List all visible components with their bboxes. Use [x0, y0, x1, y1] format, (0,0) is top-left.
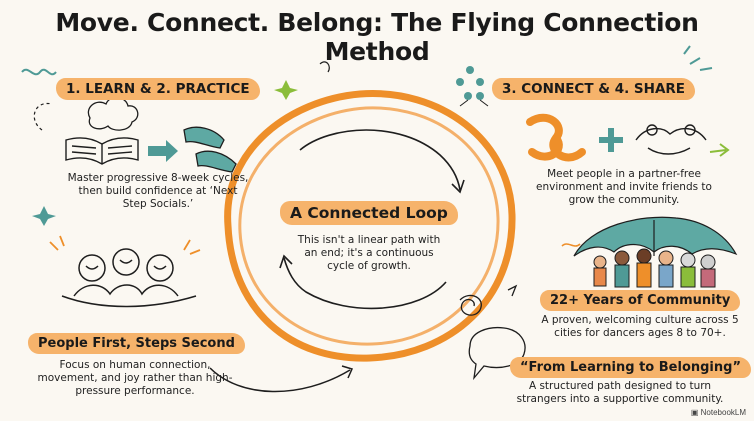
center-heading: A Connected Loop — [280, 201, 458, 225]
inner-arrow-top — [299, 129, 465, 194]
page-title: Move. Connect. Belong: The Flying Connec… — [55, 8, 699, 66]
book-icon — [65, 137, 139, 165]
swirl-icon — [459, 294, 482, 316]
swirl-arrow — [209, 365, 354, 393]
notebook-icon: ▣ — [690, 408, 699, 417]
learn-practice-heading: 1. LEARN & 2. PRACTICE — [56, 78, 260, 100]
green-arrow-icon — [709, 143, 730, 157]
speech-bubble-icon — [468, 326, 526, 381]
teal-arrow-icon — [148, 140, 178, 162]
dashed-arrow-left — [33, 102, 53, 131]
plus-icon — [599, 128, 623, 152]
hugging-people-icon — [61, 248, 197, 308]
group-icon — [456, 66, 484, 100]
network-knot-icon — [526, 113, 586, 162]
people-first-heading: People First, Steps Second — [28, 333, 245, 354]
learn-practice-text: Master progressive 8-week cycles, then b… — [67, 172, 249, 210]
belonging-text: A structured path designed to turn stran… — [516, 380, 724, 405]
thought-cloud-icon — [87, 96, 139, 131]
center-text: This isn't a linear path with an end; it… — [297, 234, 441, 272]
years-text: A proven, welcoming culture across 5 cit… — [541, 314, 739, 339]
connect-share-heading: 3. CONNECT & 4. SHARE — [492, 78, 696, 100]
family-group-icon — [593, 248, 716, 288]
people-first-text: Focus on human connection, movement, and… — [37, 359, 233, 397]
brand-text: NotebookLM — [700, 408, 746, 417]
handshake-icon — [635, 124, 707, 155]
inner-arrow-bottom — [279, 254, 447, 310]
loop-ring — [224, 90, 516, 362]
belonging-heading: “From Learning to Belonging” — [510, 357, 751, 378]
umbrella-icon — [573, 216, 738, 257]
brand-label: ▣ NotebookLM — [691, 408, 746, 417]
dance-shoes-icon — [183, 126, 237, 173]
years-heading: 22+ Years of Community — [540, 290, 741, 311]
connect-share-text: Meet people in a partner-free environmen… — [536, 168, 712, 206]
